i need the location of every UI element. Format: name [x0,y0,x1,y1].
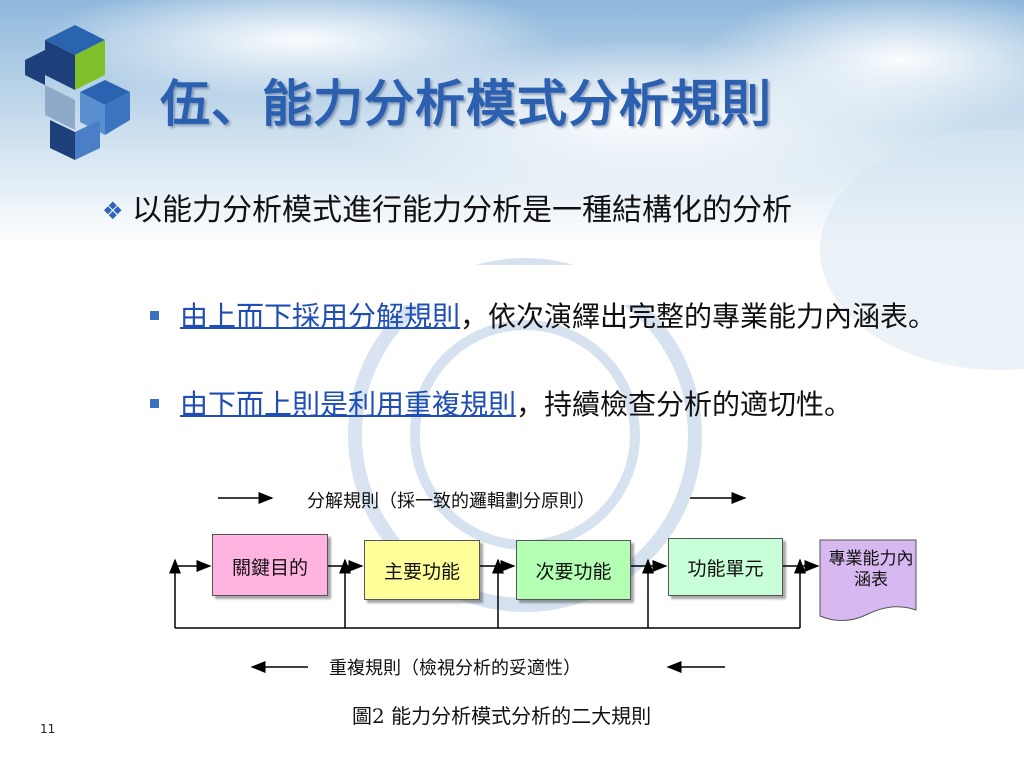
function-unit-label: 功能單元 [687,557,764,580]
diamond-bullet-icon: ❖ [102,197,124,225]
sub-bullet-text: ，依次演繹出完整的專業能力內涵表。 [460,300,937,333]
key-purpose-label: 關鍵目的 [231,557,308,579]
output-document-shape [819,539,917,621]
sub-bullet-1: 由上而下採用分解規則，依次演繹出完整的專業能力內涵表。 [150,297,950,337]
output-document-label: 專業能力內涵表 [828,549,914,590]
sub-bullet-2: 由下而上則是利用重複規則，持續檢查分析的適切性。 [150,385,950,425]
main-function-label: 主要功能 [383,560,460,583]
page-number: 11 [40,722,56,736]
highlight-text: 由上而下採用分解規則 [180,300,461,333]
sub-function-label: 次要功能 [535,560,612,583]
function-unit-box: 功能單元 [668,538,783,596]
main-bullet: ❖ 以能力分析模式進行能力分析是一種結構化的分析 [102,190,922,232]
highlight-text: 由下而上則是利用重複規則 [180,388,517,421]
sub-function-box: 次要功能 [516,540,631,600]
page-title: 伍、能力分析模式分析規則 [160,75,772,133]
key-purpose-box: 關鍵目的 [212,534,328,596]
repeat-rule-label: 重複規則（檢視分析的妥適性） [329,658,581,679]
logo-icon [25,25,130,160]
sub-bullet-text: ，持續檢查分析的適切性。 [516,388,853,421]
text-backdrop [150,265,750,305]
main-bullet-text: 以能力分析模式進行能力分析是一種結構化的分析 [132,193,792,228]
decompose-rule-label: 分解規則（採一致的邏輯劃分原則） [307,491,595,512]
main-function-box: 主要功能 [364,540,480,600]
square-bullet-icon [150,311,159,320]
square-bullet-icon [150,399,159,408]
figure-caption: 圖2 能力分析模式分析的二大規則 [352,704,652,728]
